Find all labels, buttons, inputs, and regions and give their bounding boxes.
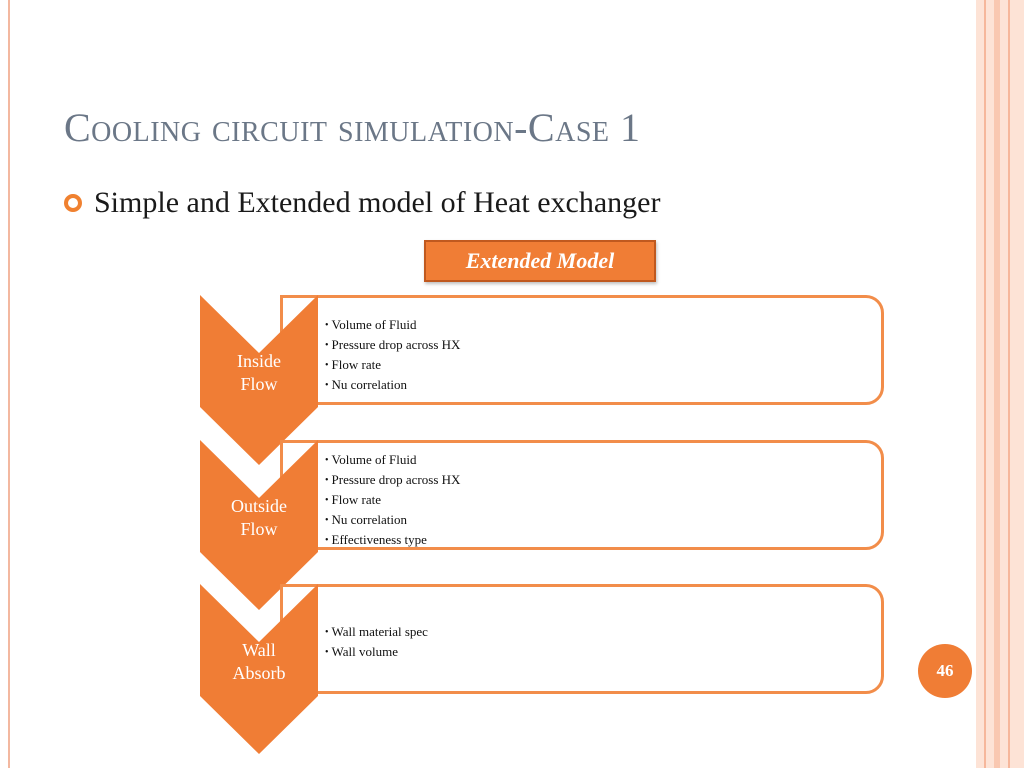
detail-item: Wall volume (325, 643, 428, 663)
bullet-item: Simple and Extended model of Heat exchan… (64, 186, 660, 220)
detail-item: Pressure drop across HX (325, 471, 461, 491)
page-number-badge: 46 (918, 644, 972, 698)
detail-item: Flow rate (325, 491, 460, 511)
chevron-label: Wall Absorb (200, 639, 318, 685)
chevron-label-line: Flow (240, 519, 278, 539)
bullet-text: Simple and Extended model of Heat exchan… (94, 186, 661, 219)
detail-item: Volume of Fluid (325, 316, 460, 336)
chevron-label-line: Wall (242, 640, 276, 660)
detail-item: Effectiveness type (325, 531, 460, 551)
chevron-label-line: Flow (240, 374, 278, 394)
chevron-arrow-shape (200, 295, 318, 465)
detail-item: Wall material spec (325, 623, 428, 643)
detail-item: Flow rate (325, 356, 460, 376)
detail-box: Volume of Fluid Pressure drop across HX … (280, 295, 884, 405)
detail-box: Volume of Fluid Pressure drop across HX … (280, 440, 884, 550)
model-row-inside-flow: Volume of Fluid Pressure drop across HX … (200, 295, 884, 465)
extended-model-label: Extended Model (424, 240, 656, 282)
detail-item: Pressure drop across HX (325, 336, 461, 356)
chevron-arrow-shape (200, 584, 318, 754)
chevron-label-line: Absorb (232, 663, 286, 683)
chevron-arrow-shape (200, 440, 318, 610)
chevron-label-line: Inside (237, 351, 281, 371)
bullet-ring-icon (64, 194, 82, 212)
detail-list: Volume of Fluid Pressure drop across HX … (325, 316, 461, 396)
chevron-label-line: Outside (231, 496, 287, 516)
detail-list: Wall material spec Wall volume (325, 623, 428, 663)
right-stripe (1008, 0, 1010, 768)
detail-item: Volume of Fluid (325, 451, 460, 471)
detail-list: Volume of Fluid Pressure drop across HX … (325, 451, 461, 551)
detail-item: Nu correlation (325, 376, 460, 396)
slide-title: Cooling circuit simulation-Case 1 (64, 105, 641, 150)
model-row-outside-flow: Volume of Fluid Pressure drop across HX … (200, 440, 884, 610)
right-stripe (994, 0, 1000, 768)
chevron-label: Outside Flow (200, 495, 318, 541)
detail-item: Nu correlation (325, 511, 460, 531)
model-row-wall-absorb: Wall material spec Wall volume Wall Abso… (200, 584, 884, 754)
right-stripe (984, 0, 986, 768)
left-border-line (8, 0, 10, 768)
detail-box: Wall material spec Wall volume (280, 584, 884, 694)
chevron-label: Inside Flow (200, 350, 318, 396)
